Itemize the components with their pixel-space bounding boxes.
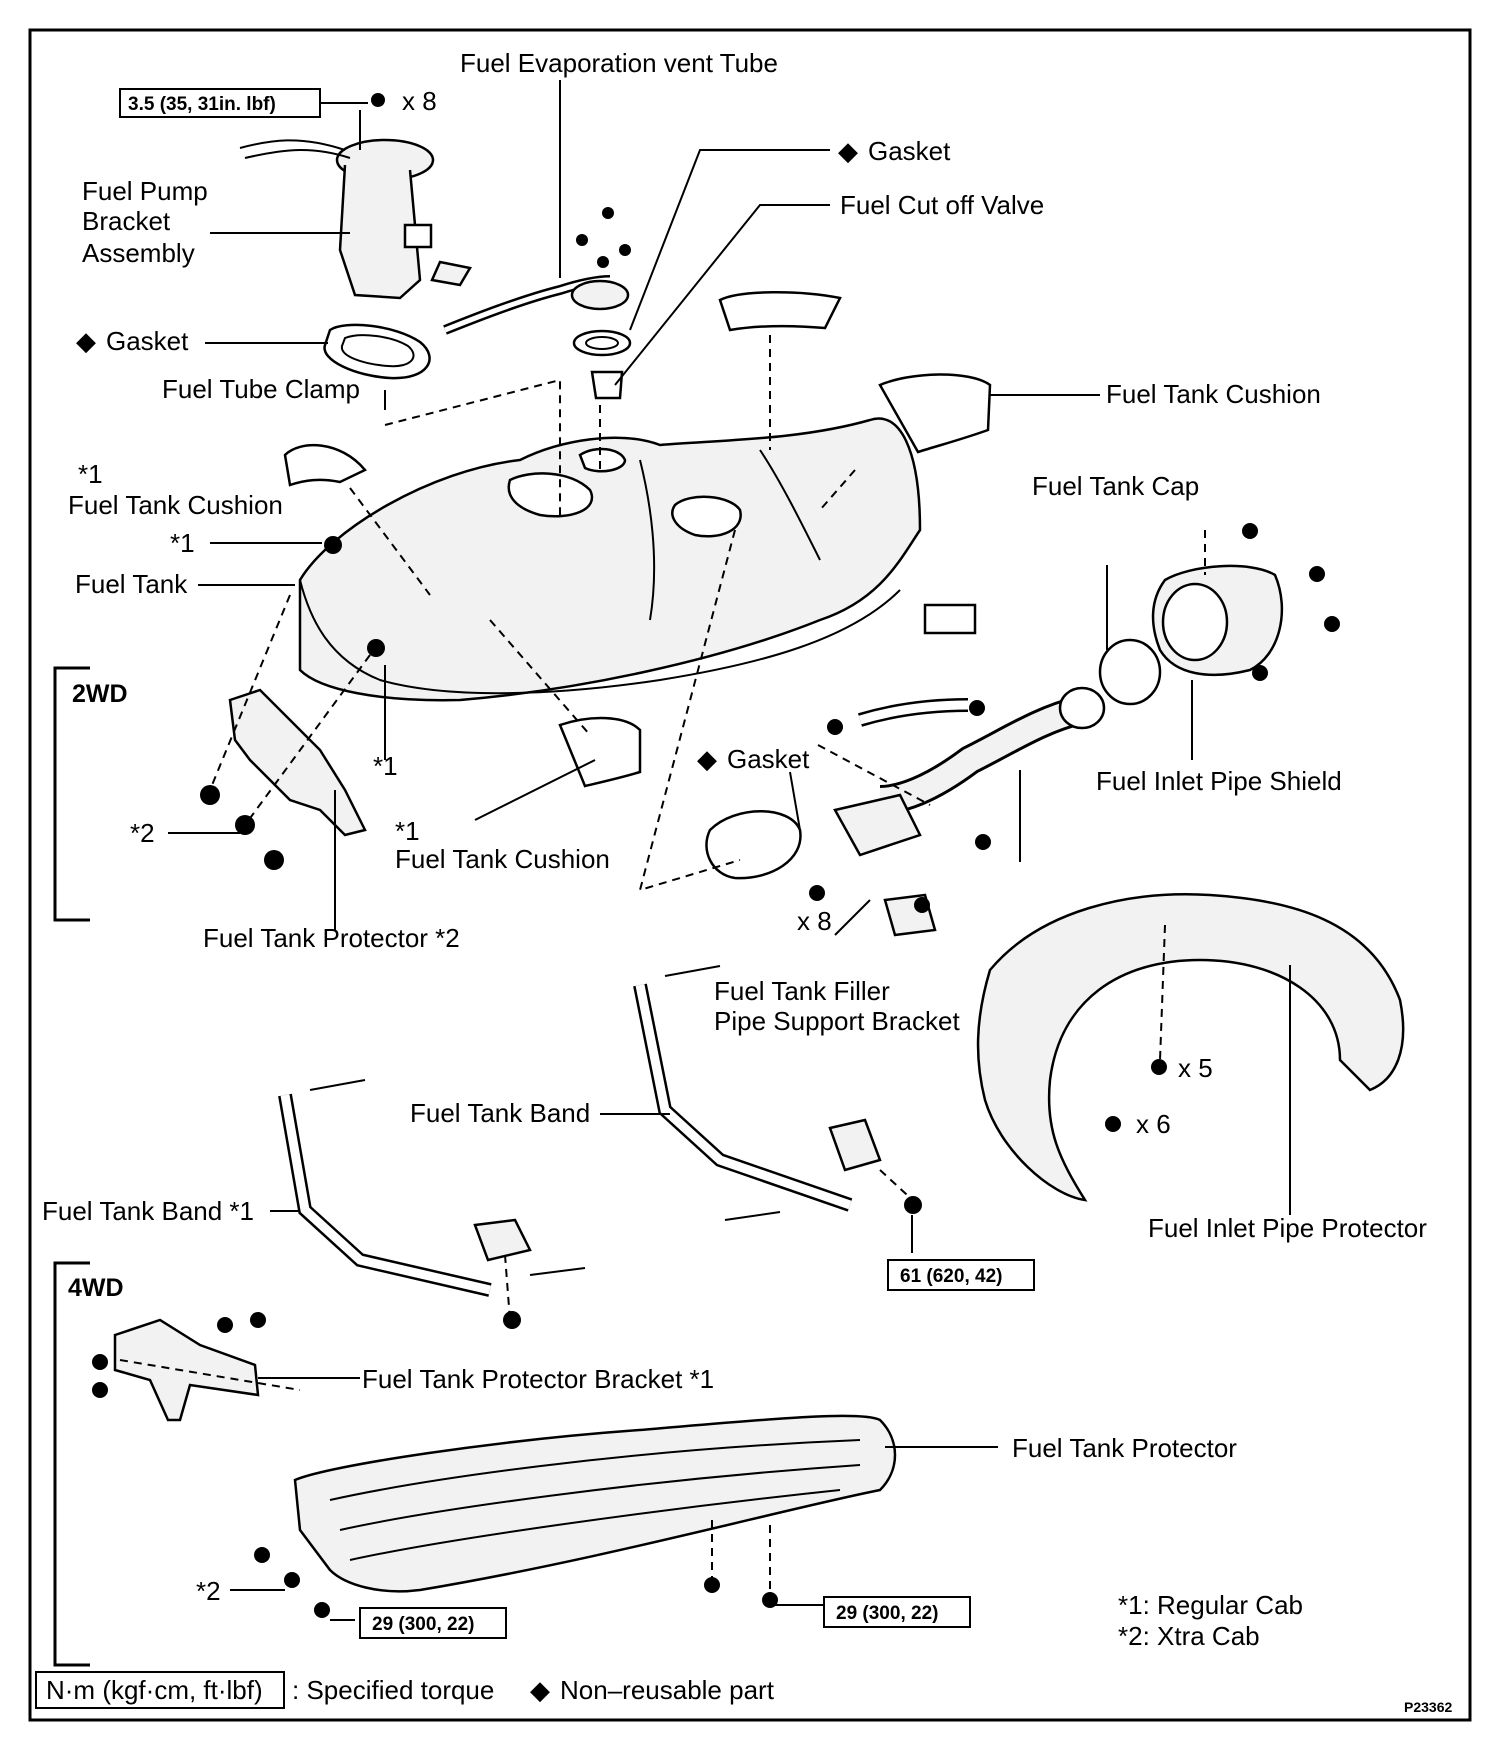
label-fuel-pump-3: Assembly: [82, 238, 195, 268]
tank-nut-top: [324, 536, 342, 554]
2wd-bolt-1: [200, 785, 220, 805]
diamond-gasket-left: ◆: [76, 326, 96, 356]
label-fuel-tank-band-1: Fuel Tank Band *1: [42, 1196, 254, 1226]
two-wd-bracket: [53, 666, 90, 922]
torque-box-protector-left: [359, 1607, 507, 1639]
label-x6: x 6: [1136, 1109, 1171, 1139]
label-gasket-top: Gasket: [868, 136, 951, 166]
two-wd-protector-part: [228, 688, 367, 837]
torque-protector-left: 29 (300, 22): [372, 1614, 474, 1635]
fuel-pump-bracket-assembly: [239, 110, 472, 300]
label-fuel-tank-protector-bracket: Fuel Tank Protector Bracket *1: [362, 1364, 714, 1394]
cushion-right: [878, 373, 992, 454]
label-fuel-tank-cushion-left: Fuel Tank Cushion: [68, 490, 283, 520]
label-2wd: 2WD: [72, 680, 128, 708]
torque-band-bolt: 61 (620, 42): [900, 1266, 1002, 1287]
torque-protector-right: 29 (300, 22): [836, 1603, 938, 1624]
label-fuel-tank: Fuel Tank: [75, 569, 188, 599]
pump-screw: [371, 93, 385, 107]
label-fuel-tank-cushion-bottom: Fuel Tank Cushion: [395, 844, 610, 874]
legend-xtra-cab: *2: Xtra Cab: [1118, 1621, 1260, 1651]
unit-box: [35, 1671, 285, 1709]
label-4wd: 4WD: [68, 1274, 124, 1302]
diamond-non-reusable: ◆: [530, 1675, 550, 1705]
label-note2-bottom: *2: [196, 1576, 221, 1606]
assembly-lines: [119, 335, 1206, 1600]
cushion-bottom: [558, 716, 642, 788]
fuel-filler-pipe-part: [827, 686, 1106, 857]
label-note2-bolt: *2: [130, 818, 155, 848]
leader-lines: [168, 80, 1291, 1621]
outer-frame: [28, 28, 1472, 1722]
label-note1-nut: *1: [170, 528, 195, 558]
cushion-top: [718, 291, 842, 332]
label-fuel-tube-clamp: Fuel Tube Clamp: [162, 374, 360, 404]
legend-regular-cab: *1: Regular Cab: [1118, 1590, 1303, 1620]
label-note1-mid: *1: [373, 751, 398, 781]
pump-gasket-part: [323, 323, 431, 380]
label-fuel-inlet-pipe-shield: Fuel Inlet Pipe Shield: [1096, 766, 1342, 796]
unit-box-text: N·m (kgf·cm, ft·lbf): [46, 1675, 263, 1705]
fuel-inlet-pipe-protector-part: [976, 893, 1405, 1202]
label-fuel-tank-protector-2: Fuel Tank Protector *2: [203, 923, 460, 953]
torque-box-protector-right: [823, 1596, 971, 1628]
label-filler-bracket-1: Fuel Tank Filler: [714, 976, 890, 1006]
diamond-gasket-top: ◆: [838, 136, 858, 166]
label-note1-cushion-left: *1: [78, 459, 103, 489]
torque-pump-screws: 3.5 (35, 31in. lbf): [128, 94, 276, 115]
torque-box-pump: [119, 88, 321, 118]
non-reusable-text: Non–reusable part: [560, 1675, 775, 1705]
cushion-small-right: [923, 603, 977, 635]
label-x8-top: x 8: [402, 86, 437, 116]
fuel-tank-band-left-part: [278, 1079, 586, 1297]
four-wd-bracket: [53, 1261, 90, 1667]
label-fuel-pump-2: Bracket: [82, 206, 171, 236]
2wd-bolt-3: [264, 850, 284, 870]
fuel-tank-band-right-part: [633, 965, 882, 1221]
label-fuel-pump-1: Fuel Pump: [82, 176, 208, 206]
label-note1-cushion-bottom: *1: [395, 816, 420, 846]
fuel-tank-protector-bracket-part: [113, 1318, 260, 1422]
label-filler-bracket-2: Pipe Support Bracket: [714, 1006, 960, 1036]
label-fuel-tank-protector: Fuel Tank Protector: [1012, 1433, 1237, 1463]
label-fuel-tank-cap: Fuel Tank Cap: [1032, 471, 1199, 501]
label-x8-mid: x 8: [797, 906, 832, 936]
torque-box-band: [887, 1259, 1035, 1291]
diamond-gasket-mid: ◆: [697, 744, 717, 774]
figure-id: P23362: [1404, 1699, 1452, 1715]
label-gasket-left: Gasket: [106, 326, 189, 356]
fuel-tank-protector-part: [293, 1414, 897, 1593]
inlet-gasket-part: [705, 810, 802, 880]
label-gasket-mid: Gasket: [727, 744, 810, 774]
label-x5: x 5: [1178, 1053, 1213, 1083]
label-fuel-tank-cushion-right: Fuel Tank Cushion: [1106, 379, 1321, 409]
label-fuel-tank-band: Fuel Tank Band: [410, 1098, 590, 1128]
fuel-inlet-pipe-shield-part: [1151, 564, 1284, 676]
label-fuel-evap-vent-tube: Fuel Evaporation vent Tube: [460, 48, 778, 78]
fuel-cut-off-valve-part: [570, 207, 632, 400]
specified-torque-text: : Specified torque: [292, 1675, 494, 1705]
tank-nut-bottom: [367, 639, 385, 657]
fuel-tank-cap-part: [1098, 638, 1162, 706]
cushion-left: [283, 444, 367, 487]
label-fuel-cut-off-valve: Fuel Cut off Valve: [840, 190, 1044, 220]
fuel-tank-part: [298, 417, 922, 702]
label-fuel-inlet-pipe-protector: Fuel Inlet Pipe Protector: [1148, 1213, 1427, 1243]
